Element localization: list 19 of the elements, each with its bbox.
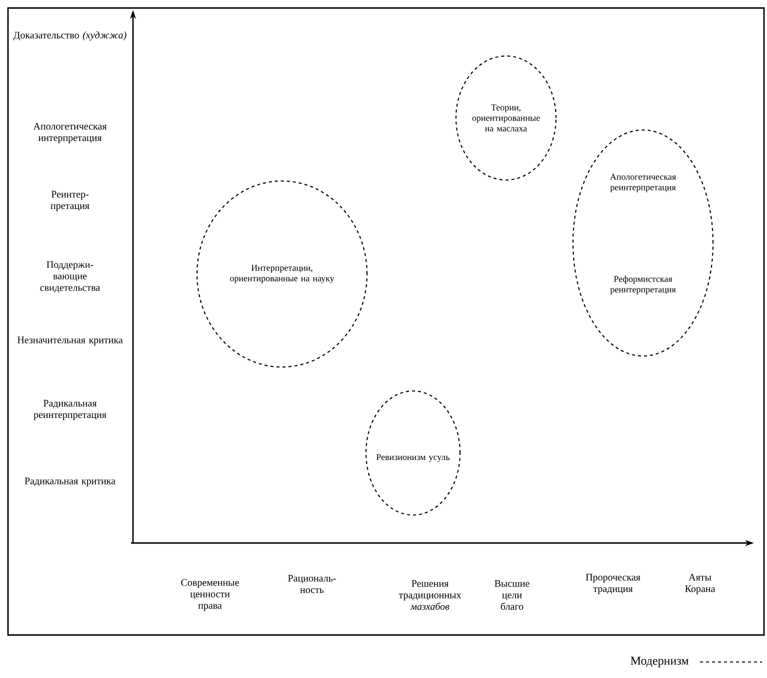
ellipse-label: Апологетическая реинтерпретация (610, 174, 676, 192)
ellipse-label: Ревизионизм усуль (376, 454, 450, 462)
axis-label: Незначительная критика (17, 336, 123, 346)
axis-label: Радикальная критика (24, 478, 116, 486)
axis-label: Доказательство (худжжа) (13, 31, 126, 41)
axis-label: Поддержи-вающие свидетельства (40, 261, 100, 293)
axis-label: Аяты Корана (685, 574, 716, 594)
axis-label: Апологетическая интерпретация (33, 122, 107, 144)
axis-label: Современные ценности права (181, 579, 239, 611)
ellipse-label: Теории, ориентированные на маслаха (472, 104, 540, 132)
ellipse-label: Реформистская реинтерпретация (610, 276, 676, 294)
axis-label: Высшие цели благо (494, 580, 530, 610)
axis-label: Пророческая традиция (586, 574, 640, 594)
axis-label: Радикальная реинтерпретация (34, 400, 106, 420)
legend-text: Модернизм (630, 656, 689, 668)
ellipse-label: Интерпретации, ориентированные на науку (230, 264, 334, 284)
axis-label: Решения традиционных мазхабов (398, 580, 462, 610)
axis-label: Рациональ-ность (288, 574, 336, 594)
axis-label: Реинтер-претация (50, 190, 90, 212)
